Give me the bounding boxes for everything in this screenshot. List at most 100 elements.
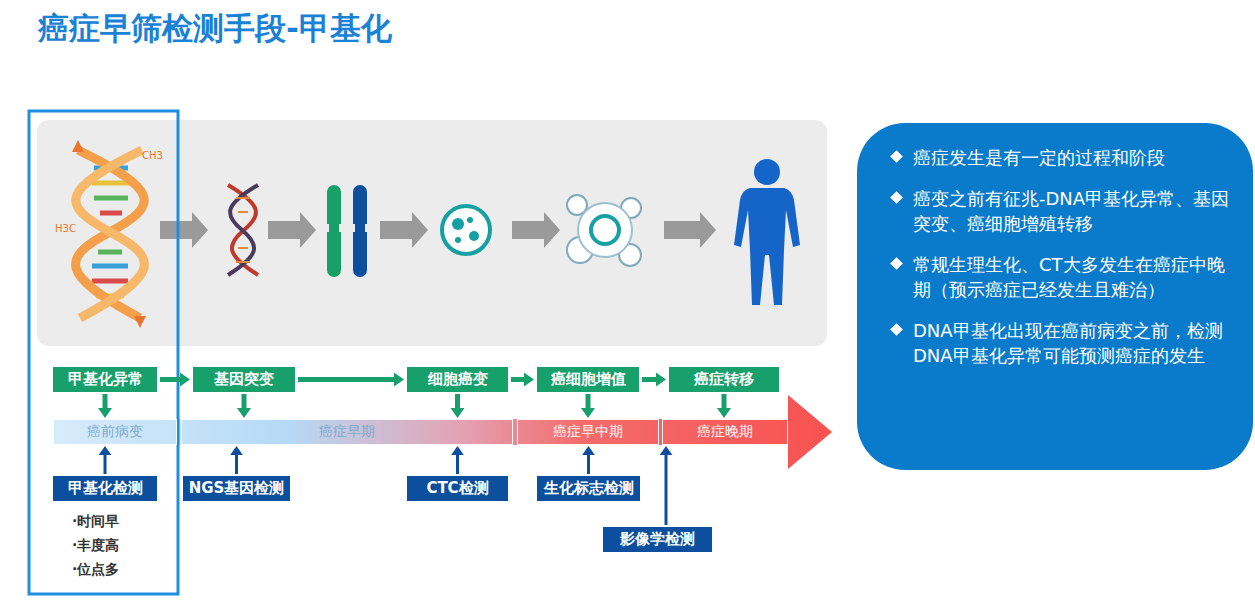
- connector: [98, 394, 112, 418]
- method-box: NGS基因检测: [183, 476, 290, 501]
- stage-box: 癌症转移: [669, 367, 779, 392]
- box-label: 癌细胞增值: [551, 370, 626, 389]
- bullet-diamond: [890, 150, 903, 163]
- stage-box: 甲基化异常: [53, 367, 157, 392]
- method-box: 甲基化检测: [53, 476, 157, 501]
- bullet-item: DNA甲基化出现在癌前病变之前，检测DNA甲基化异常可能预测癌症的发生: [889, 318, 1239, 368]
- arrow-head: [230, 446, 243, 455]
- connector-line: [104, 453, 107, 474]
- note-text: 常规生理生化、CT大多发生在癌症中晚期（预示癌症已经发生且难治）: [913, 254, 1225, 300]
- connector: [99, 446, 112, 474]
- stage-band: 癌前病变: [53, 419, 177, 445]
- connector: [511, 373, 534, 387]
- box-label: 癌症转移: [694, 370, 754, 389]
- bullet-item: 常规生理生化、CT大多发生在癌症中晚期（预示癌症已经发生且难治）: [889, 252, 1239, 302]
- note-panel: 癌症发生是有一定的过程和阶段癌变之前有征兆-DNA甲基化异常、基因突变、癌细胞增…: [857, 123, 1253, 470]
- box-label: 甲基化检测: [68, 479, 143, 498]
- arrow-head: [394, 373, 404, 387]
- mutated-dna: [228, 185, 258, 275]
- method-box: 影像学检测: [603, 527, 712, 552]
- box-label: 癌前病变: [87, 423, 143, 441]
- feature-note: ·时间早: [72, 513, 119, 531]
- stage-band: 癌症晚期: [662, 419, 788, 445]
- bullet-item: 癌变之前有征兆-DNA甲基化异常、基因突变、癌细胞增殖转移: [889, 186, 1239, 236]
- arrow-head: [524, 373, 534, 387]
- stage-band: 癌症早期: [181, 419, 513, 445]
- connector-line: [722, 394, 727, 410]
- cell-cluster: [567, 195, 641, 266]
- arrow-head: [582, 446, 595, 455]
- connector-line: [298, 377, 396, 382]
- stage-band: 癌症早中期: [517, 419, 659, 445]
- connector: [642, 373, 666, 387]
- note-text: DNA甲基化出现在癌前病变之前，检测DNA甲基化异常可能预测癌症的发生: [913, 320, 1223, 366]
- connector: [237, 394, 251, 418]
- chem-label: H3C: [55, 223, 76, 234]
- box-label: 癌症早期: [319, 423, 375, 441]
- box-label: 细胞癌变: [428, 370, 488, 389]
- connector-line: [235, 453, 238, 474]
- bullet-diamond: [890, 257, 903, 270]
- illustration-background: [37, 120, 827, 346]
- chem-label: CH3: [142, 150, 163, 161]
- arrow-head: [660, 446, 673, 455]
- box-label: 基因突变: [214, 370, 274, 389]
- connector-line: [511, 377, 526, 382]
- page-title: 癌症早筛检测手段-甲基化: [38, 8, 392, 50]
- arrow-head: [237, 408, 251, 418]
- bullet-diamond: [890, 323, 903, 336]
- stage-box: 细胞癌变: [407, 367, 508, 392]
- connector-line: [587, 453, 590, 474]
- method-box: 生化标志检测: [537, 476, 640, 501]
- connector: [582, 446, 595, 474]
- note-text: 癌症发生是有一定的过程和阶段: [913, 147, 1165, 168]
- arrow-head: [99, 446, 112, 455]
- cancer-cell: [442, 206, 490, 254]
- timeline-band: [53, 395, 832, 469]
- arrow-head: [180, 373, 190, 387]
- dna-helix: [72, 140, 146, 328]
- connector-line: [455, 394, 460, 410]
- arrow-head: [581, 408, 595, 418]
- feature-note: ·位点多: [72, 561, 119, 579]
- connector: [451, 446, 464, 474]
- arrow-head: [451, 408, 465, 418]
- connector: [451, 394, 465, 418]
- bullet-item: 癌症发生是有一定的过程和阶段: [889, 145, 1239, 170]
- chromosome: [325, 185, 369, 277]
- note-text: 癌变之前有征兆-DNA甲基化异常、基因突变、癌细胞增殖转移: [913, 188, 1229, 234]
- box-label: 生化标志检测: [544, 479, 634, 498]
- box-label: 影像学检测: [620, 530, 695, 549]
- stage-box: 癌细胞增值: [537, 367, 639, 392]
- box-label: NGS基因检测: [189, 479, 285, 498]
- arrow-head: [451, 446, 464, 455]
- method-box: CTC检测: [407, 476, 508, 501]
- highlight-frame: [29, 111, 178, 594]
- human-figure: [734, 159, 800, 305]
- connector: [717, 394, 731, 418]
- connector-line: [160, 377, 182, 382]
- bullet-diamond: [890, 191, 903, 204]
- arrow-head: [98, 408, 112, 418]
- connector-line: [586, 394, 591, 410]
- connector: [298, 373, 404, 387]
- connector: [660, 446, 673, 525]
- connector-line: [242, 394, 247, 410]
- feature-note: ·丰度高: [72, 537, 119, 555]
- box-label: 癌症晚期: [697, 423, 753, 441]
- connector: [230, 446, 243, 474]
- arrow-head: [717, 408, 731, 418]
- connector: [160, 373, 190, 387]
- box-label: 癌症早中期: [553, 423, 623, 441]
- connector: [581, 394, 595, 418]
- connector-line: [456, 453, 459, 474]
- connector-line: [665, 453, 668, 525]
- stage-box: 基因突变: [193, 367, 295, 392]
- box-label: 甲基化异常: [68, 370, 143, 389]
- box-label: CTC检测: [426, 479, 488, 498]
- arrow-head: [656, 373, 666, 387]
- connector-line: [103, 394, 108, 410]
- connector-line: [642, 377, 658, 382]
